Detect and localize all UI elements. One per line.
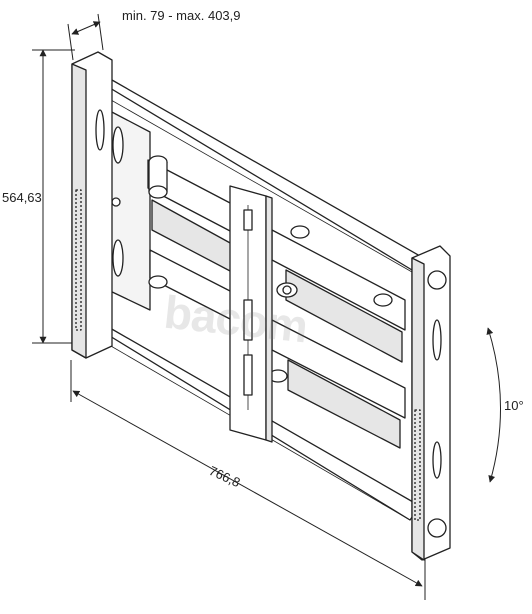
pivot-joint-lower <box>148 275 168 289</box>
left-upright-vents <box>75 189 82 331</box>
right-upright-knob-bottom <box>427 518 447 538</box>
depth-range-label: min. 79 - max. 403,9 <box>122 8 241 23</box>
center-column-slot <box>243 209 253 231</box>
depth-dimension-line <box>71 21 101 35</box>
tilt-angle-label: 10° <box>504 398 524 413</box>
width-dimension-line <box>72 390 423 587</box>
depth-extension-left <box>67 23 74 61</box>
right-upright-vents <box>414 409 421 521</box>
center-pivot-screw <box>282 285 292 295</box>
wall-plate-screw <box>111 197 121 207</box>
right-upright-knob <box>427 270 447 290</box>
depth-extension-right <box>97 13 104 51</box>
dimension-lines <box>32 13 502 600</box>
tilt-arc <box>486 327 502 483</box>
wall-plate-slot <box>112 126 124 164</box>
lower-arm-right-link <box>287 359 401 449</box>
height-label: 564,63 <box>2 190 42 205</box>
center-column-side <box>265 195 273 443</box>
mount-assembly <box>71 51 451 561</box>
